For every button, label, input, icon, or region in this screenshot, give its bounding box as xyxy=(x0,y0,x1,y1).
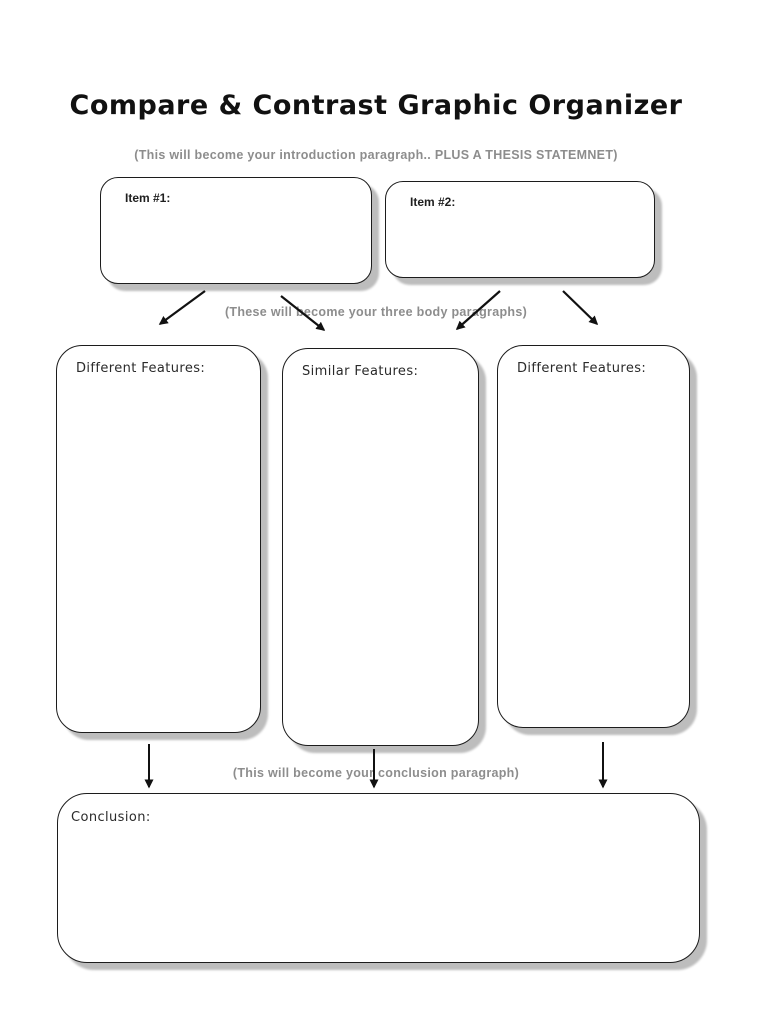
different-features-right-box: Different Features: xyxy=(497,345,690,728)
body-note: (These will become your three body parag… xyxy=(224,305,528,319)
item2-box: Item #2: xyxy=(385,181,655,278)
conclusion-box: Conclusion: xyxy=(57,793,700,963)
similar-features-label: Similar Features: xyxy=(302,364,419,379)
conclusion-label: Conclusion: xyxy=(71,810,151,825)
conclusion-note: (This will become your conclusion paragr… xyxy=(232,766,520,780)
item1-label: Item #1: xyxy=(125,191,171,205)
item1-box: Item #1: xyxy=(100,177,372,284)
page-title: Compare & Contrast Graphic Organizer xyxy=(69,90,683,121)
different-features-right-label: Different Features: xyxy=(517,361,647,376)
different-features-left-label: Different Features: xyxy=(76,361,206,376)
intro-note: (This will become your introduction para… xyxy=(134,148,618,162)
item2-label: Item #2: xyxy=(410,195,456,209)
different-features-left-box: Different Features: xyxy=(56,345,261,733)
similar-features-box: Similar Features: xyxy=(282,348,479,746)
